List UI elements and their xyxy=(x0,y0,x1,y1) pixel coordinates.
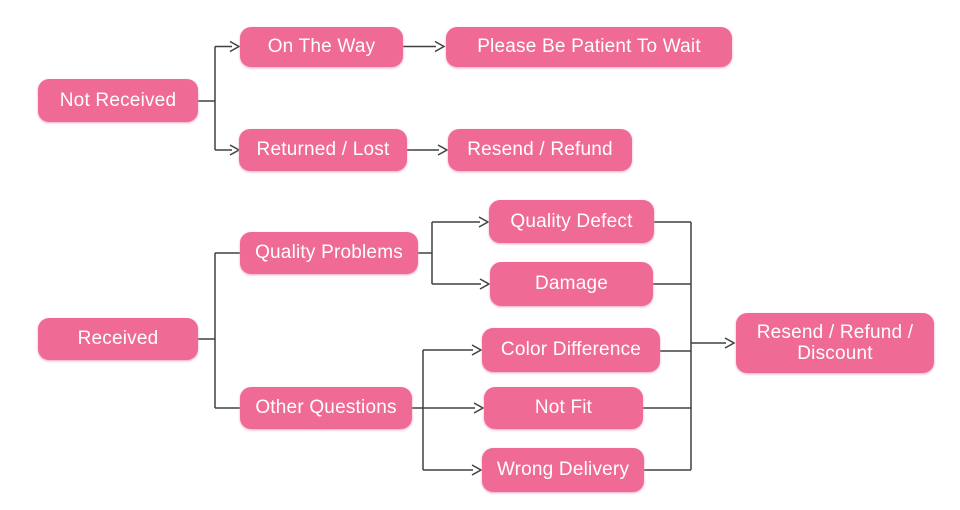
node-other-questions: Other Questions xyxy=(240,387,412,429)
node-on-the-way: On The Way xyxy=(240,27,403,67)
node-received: Received xyxy=(38,318,198,360)
node-wrong-delivery: Wrong Delivery xyxy=(482,448,644,492)
node-quality-defect: Quality Defect xyxy=(489,200,654,243)
node-please-be-patient-to-wait: Please Be Patient To Wait xyxy=(446,27,732,67)
node-not-received: Not Received xyxy=(38,79,198,122)
node-resend-refund-discount: Resend / Refund / Discount xyxy=(736,313,934,373)
node-not-fit: Not Fit xyxy=(484,387,643,429)
node-returned-lost: Returned / Lost xyxy=(239,129,407,171)
node-color-difference: Color Difference xyxy=(482,328,660,372)
node-damage: Damage xyxy=(490,262,653,306)
node-resend-refund: Resend / Refund xyxy=(448,129,632,171)
node-quality-problems: Quality Problems xyxy=(240,232,418,274)
